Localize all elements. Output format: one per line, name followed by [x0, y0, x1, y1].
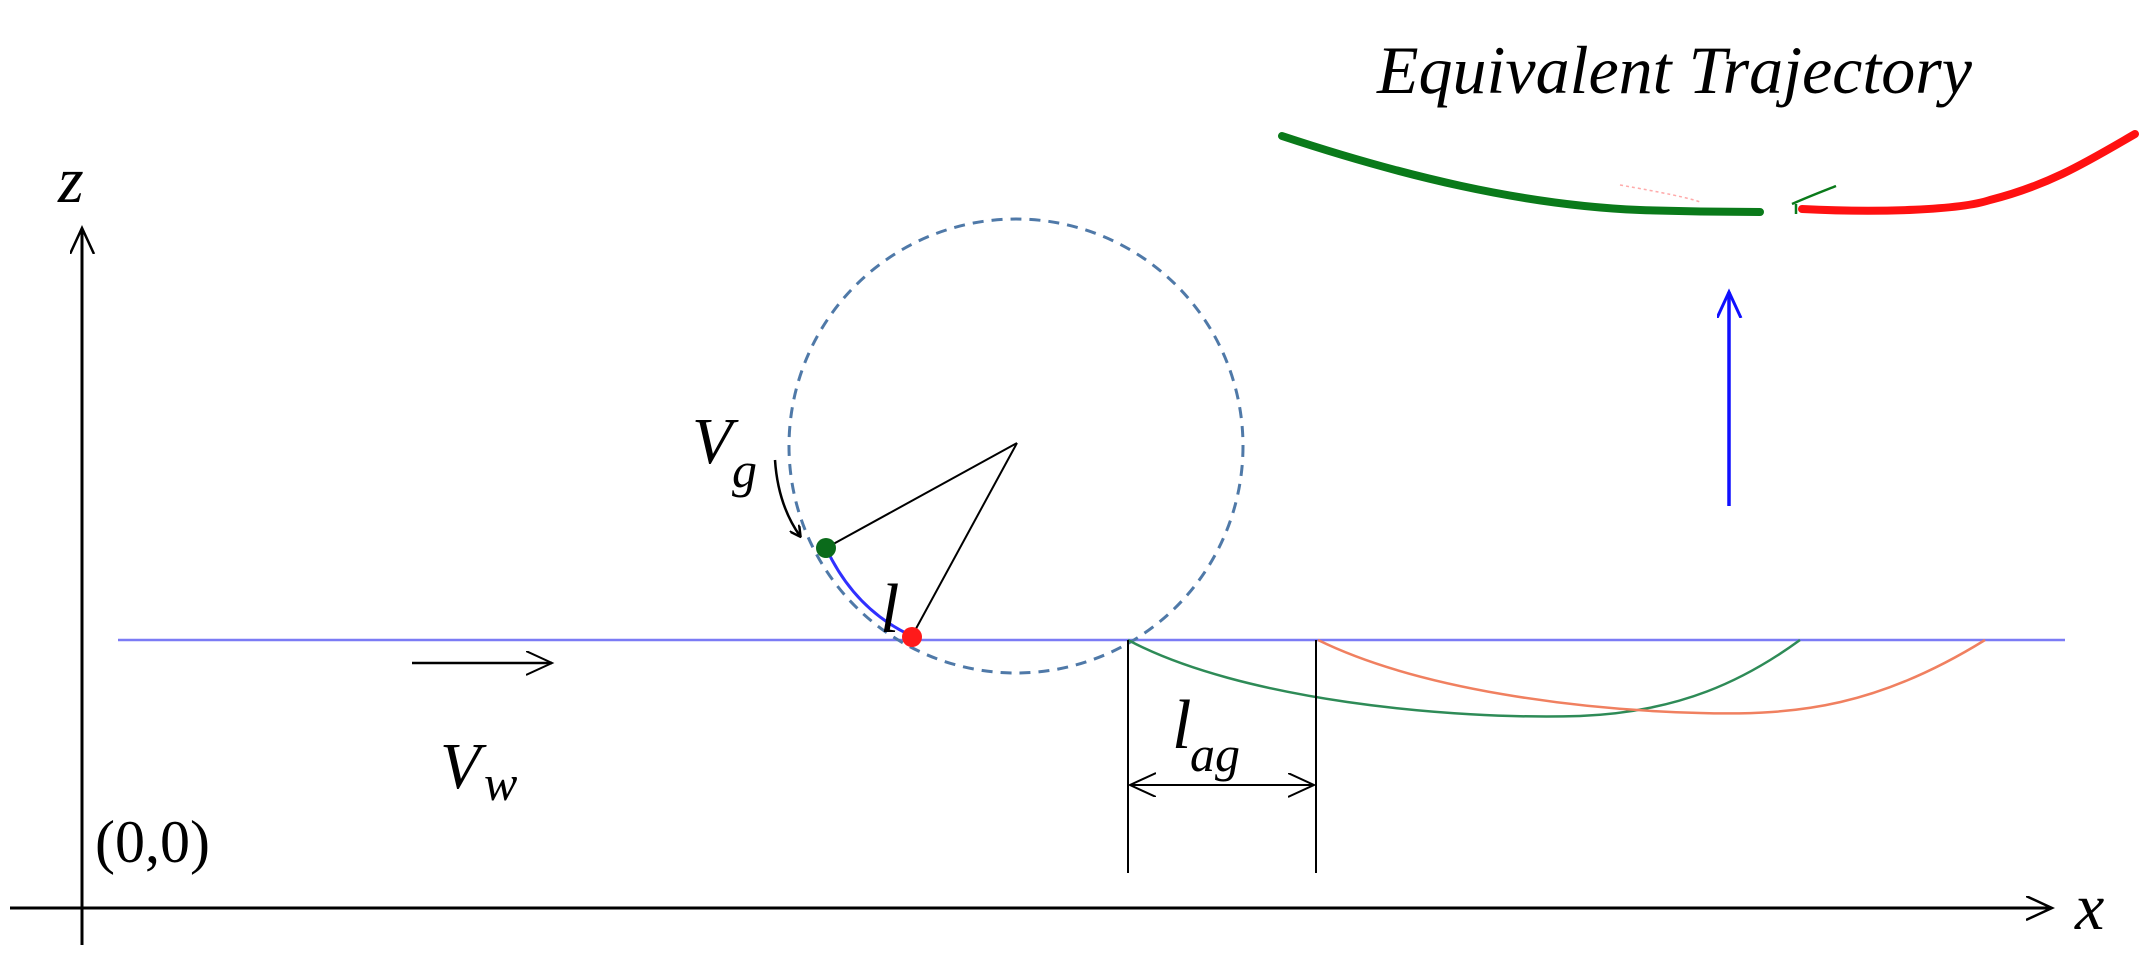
green-dot — [816, 538, 836, 558]
z-axis-label: z — [57, 144, 84, 217]
origin-label: (0,0) — [95, 809, 210, 875]
green-trajectory — [1127, 638, 1801, 718]
x-axis-label: x — [2074, 871, 2104, 944]
svg-text:g: g — [732, 442, 757, 498]
eq-trajectory-red — [1798, 130, 2139, 215]
vg-label: V g — [692, 405, 757, 498]
lag-label: l ag — [1172, 687, 1240, 782]
vw-label: V w — [440, 730, 517, 811]
blade-arc — [824, 547, 913, 638]
l-label: l — [880, 571, 899, 648]
orange-trajectory — [1317, 638, 1986, 715]
eq-trajectory-green — [1278, 132, 1764, 216]
vg-arrow — [773, 459, 800, 536]
svg-text:ag: ag — [1190, 726, 1240, 782]
svg-text:l: l — [1172, 687, 1191, 764]
title-label: Equivalent Trajectory — [1376, 32, 1973, 108]
eq-trajectory-red-faint — [1619, 184, 1701, 203]
red-dot — [902, 627, 922, 647]
eq-trajectory-green-tip — [1791, 184, 1837, 206]
svg-text:w: w — [484, 755, 517, 811]
blade-line-lower — [911, 442, 1018, 637]
rotor-circle — [787, 217, 1245, 675]
blade-line-upper — [825, 442, 1018, 549]
svg-text:V: V — [440, 730, 487, 803]
svg-text:V: V — [692, 405, 739, 478]
